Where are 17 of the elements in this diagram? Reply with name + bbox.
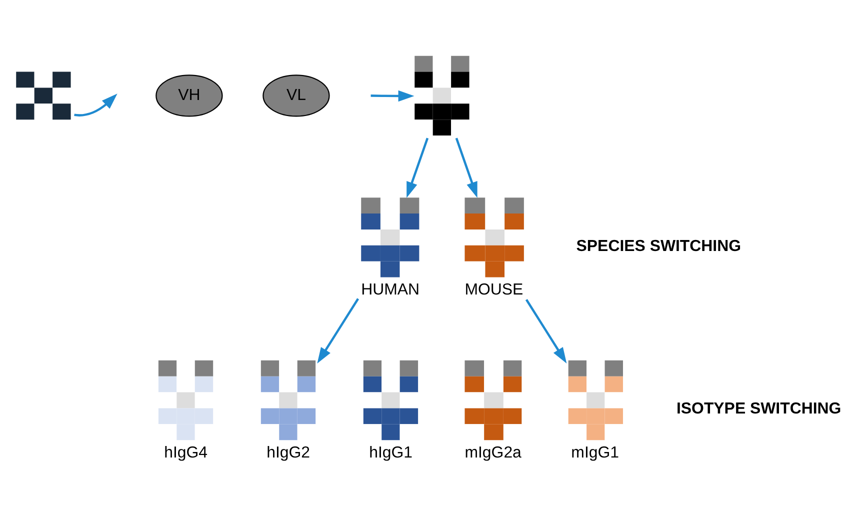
arrow (455, 137, 478, 198)
arrow (525, 298, 567, 363)
arrow (74, 93, 118, 116)
node-label: hIgG2 (266, 444, 310, 461)
label: ISOTYPE SWITCHING (676, 400, 842, 418)
node-label: mIgG1 (571, 444, 620, 461)
arrow (317, 298, 360, 363)
arrow (406, 137, 429, 198)
node-label: hIgG1 (369, 444, 413, 461)
node-label: hIgG4 (164, 444, 208, 461)
node-label: mIgG2a (464, 444, 522, 461)
node-ellipse: VH (156, 74, 223, 116)
node-label: MOUSE (464, 281, 524, 298)
arrow (370, 90, 414, 102)
node-ellipse: VL (262, 74, 330, 116)
node-label: HUMAN (361, 281, 420, 298)
label: SPECIES SWITCHING (576, 237, 742, 254)
